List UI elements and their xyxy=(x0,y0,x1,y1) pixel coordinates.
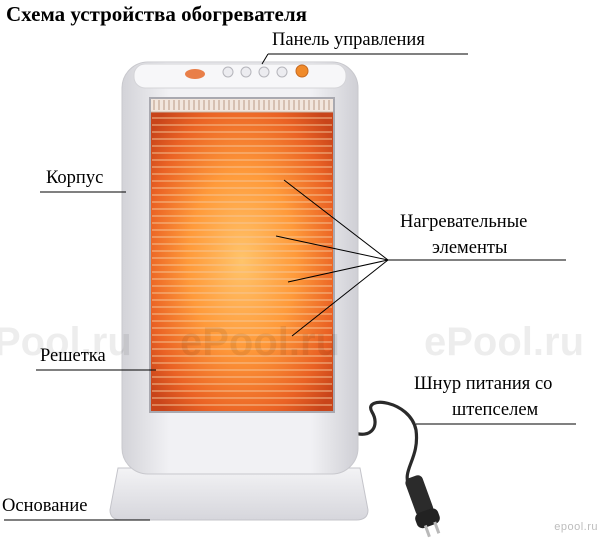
protective-grille xyxy=(152,117,332,406)
watermark-2: ePool.ru xyxy=(180,320,341,364)
watermark-1: Pool.ru xyxy=(0,320,132,364)
callout-heating-1 xyxy=(283,179,389,261)
grille-frame xyxy=(149,97,335,413)
power-plug-icon xyxy=(405,475,441,538)
watermark-3: ePool.ru xyxy=(424,320,585,364)
callout-heating-2 xyxy=(275,235,389,261)
callout-heating-3 xyxy=(287,259,389,283)
power-cord xyxy=(351,400,419,489)
label-control-panel: Панель управления xyxy=(272,30,425,50)
heating-element-glow xyxy=(150,110,334,412)
brand-badge xyxy=(185,69,205,79)
label-cord-line2: штепселем xyxy=(452,400,539,420)
heater-base xyxy=(109,467,369,521)
top-vent xyxy=(149,97,335,113)
brand-mark: epool.ru xyxy=(554,521,598,533)
control-knob-icon xyxy=(222,64,309,78)
label-heating-line1: Нагревательные xyxy=(400,212,528,232)
diagram-title: Схема устройства обогревателя xyxy=(6,2,307,26)
heater-top-panel xyxy=(133,63,347,89)
callout-heating-4 xyxy=(291,259,389,337)
label-heating-line2: элементы xyxy=(432,238,508,258)
callout-control-panel-leader xyxy=(261,53,269,65)
label-body: Корпус xyxy=(46,168,104,188)
label-base: Основание xyxy=(2,496,88,516)
label-grille: Решетка xyxy=(40,346,106,366)
label-cord-line1: Шнур питания со xyxy=(414,374,553,394)
